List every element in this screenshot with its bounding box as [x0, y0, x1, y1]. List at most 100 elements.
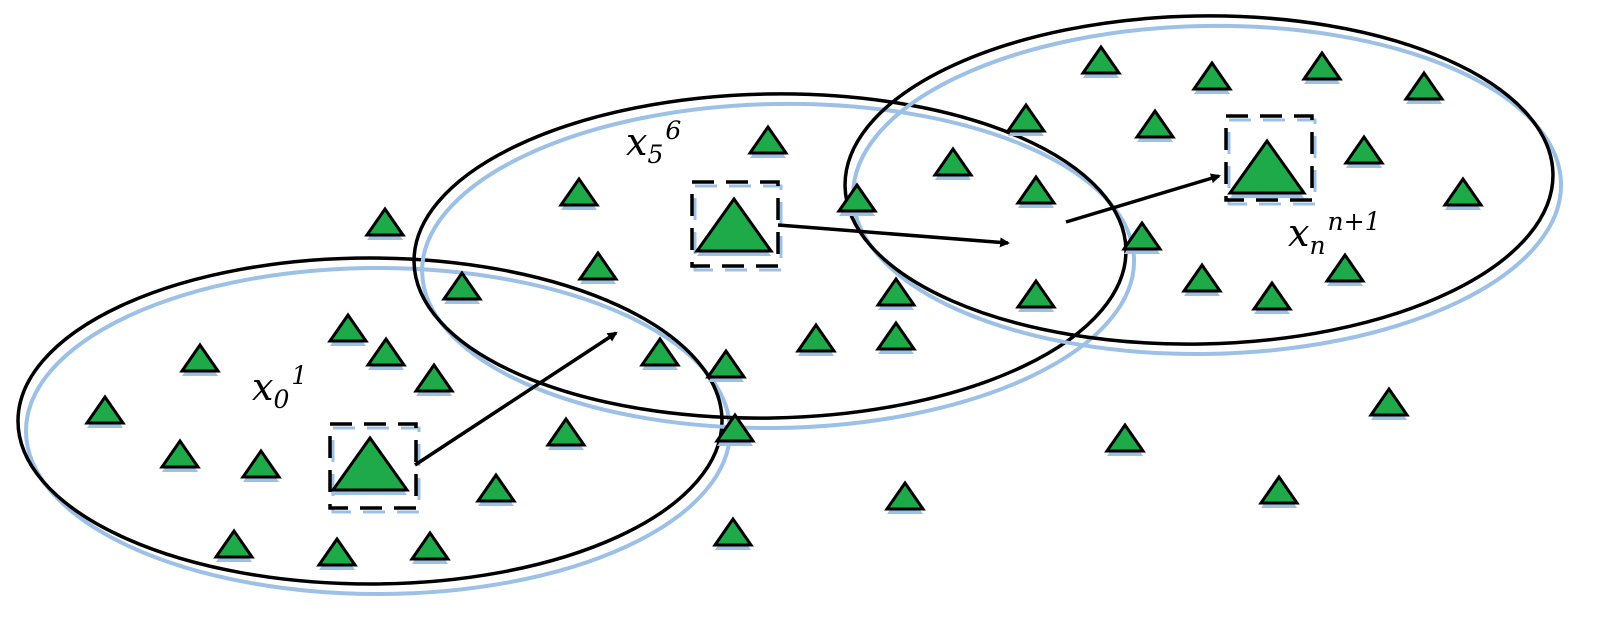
selected-point-x5-box-outline — [690, 180, 780, 268]
arrow-x0-to-x5 — [414, 331, 618, 467]
population-point-9 — [932, 146, 974, 180]
population-point-25 — [875, 320, 917, 354]
selected-point-x5 — [694, 196, 774, 256]
population-point-18 — [1181, 262, 1223, 296]
selected-point-x0-box — [328, 422, 421, 514]
population-point-10-body — [558, 176, 600, 207]
population-point-13-body — [1442, 176, 1484, 207]
population-point-12 — [836, 182, 878, 216]
transition-arrows — [414, 173, 1221, 467]
population-point-15-body — [1121, 220, 1163, 251]
population-point-43 — [409, 530, 451, 564]
population-point-41-body — [213, 528, 255, 559]
population-point-38 — [475, 472, 517, 506]
population-point-28 — [639, 336, 681, 370]
population-point-17-body — [1324, 252, 1366, 283]
population-point-21-body — [1015, 278, 1057, 309]
population-point-33 — [545, 416, 587, 450]
population-point-29 — [705, 348, 747, 382]
arrow-x5-to-xn-mid — [777, 223, 1010, 248]
population-point-28-body — [639, 336, 681, 367]
population-point-33-body — [545, 416, 587, 447]
population-point-31 — [84, 394, 126, 428]
population-point-11 — [1015, 174, 1057, 208]
population-point-2 — [1191, 60, 1233, 94]
selected-point-xn — [1227, 138, 1307, 198]
population-point-35-body — [1104, 422, 1146, 453]
population-point-39-body — [884, 480, 926, 511]
population-point-3-body — [1301, 50, 1343, 81]
population-point-27-body — [365, 336, 407, 367]
population-point-20 — [875, 276, 917, 310]
population-point-26 — [179, 342, 221, 376]
label-xn: xnn+1 — [1288, 207, 1381, 260]
label-x5: x56 — [626, 116, 681, 169]
selected-point-x0 — [330, 435, 410, 495]
population-point-27 — [365, 336, 407, 370]
population-point-16-body — [577, 250, 619, 281]
population-point-42-body — [316, 536, 358, 567]
selected-point-xn-box — [1224, 114, 1317, 206]
population-point-19-body — [441, 270, 483, 301]
population-point-30-body — [413, 362, 455, 393]
population-point-13 — [1442, 176, 1484, 210]
population-point-39 — [884, 480, 926, 514]
population-point-8 — [1343, 134, 1385, 168]
population-point-2-body — [1191, 60, 1233, 91]
selected-point-x5-body — [694, 196, 774, 253]
population-point-19 — [441, 270, 483, 304]
population-point-32-body — [1368, 386, 1410, 417]
population-point-22-body — [1251, 280, 1293, 311]
population-point-12-body — [836, 182, 878, 213]
selected-point-x0-box-outline — [328, 422, 418, 510]
population-point-20-body — [875, 276, 917, 307]
selected-points — [328, 114, 1317, 514]
population-point-3 — [1301, 50, 1343, 84]
population-point-7 — [747, 124, 789, 158]
label-x0: x01 — [252, 361, 307, 414]
population-point-42 — [316, 536, 358, 570]
population-point-15 — [1121, 220, 1163, 254]
population-point-29-body — [705, 348, 747, 379]
population-point-30 — [413, 362, 455, 396]
selected-point-x0-body — [330, 435, 410, 492]
population-point-9-body — [932, 146, 974, 177]
selected-point-x5-box-shadow — [693, 184, 783, 272]
population-point-34 — [714, 412, 756, 446]
population-point-4-body — [1403, 70, 1445, 101]
population-point-37-body — [240, 448, 282, 479]
population-point-24 — [795, 322, 837, 356]
population-point-21 — [1015, 278, 1057, 312]
population-point-44 — [712, 516, 754, 550]
population-point-11-body — [1015, 174, 1057, 205]
population-point-23-body — [327, 312, 369, 343]
population-point-17 — [1324, 252, 1366, 286]
population-point-35 — [1104, 422, 1146, 456]
population-point-14-body — [364, 206, 406, 237]
population-point-37 — [240, 448, 282, 482]
population-point-8-body — [1343, 134, 1385, 165]
population-point-25-body — [875, 320, 917, 351]
population-point-32 — [1368, 386, 1410, 420]
population-point-18-body — [1181, 262, 1223, 293]
neighborhood-ellipse-x0 — [16, 256, 732, 596]
population-point-14 — [364, 206, 406, 240]
population-point-23 — [327, 312, 369, 346]
population-point-4 — [1403, 70, 1445, 104]
population-point-41 — [213, 528, 255, 562]
arrow-xn-segment — [1065, 173, 1221, 224]
population-point-36 — [159, 438, 201, 472]
population-point-5 — [1005, 102, 1047, 136]
population-point-16 — [577, 250, 619, 284]
neighborhood-ellipse-xn — [843, 14, 1564, 357]
population-point-6-body — [1134, 108, 1176, 139]
population-point-38-body — [475, 472, 517, 503]
population-point-5-body — [1005, 102, 1047, 133]
population-point-1-body — [1080, 44, 1122, 75]
selected-point-xn-box-outline — [1224, 114, 1314, 202]
population-point-24-body — [795, 322, 837, 353]
population-point-40-body — [1258, 474, 1300, 505]
selected-point-x0-box-shadow — [331, 426, 421, 514]
